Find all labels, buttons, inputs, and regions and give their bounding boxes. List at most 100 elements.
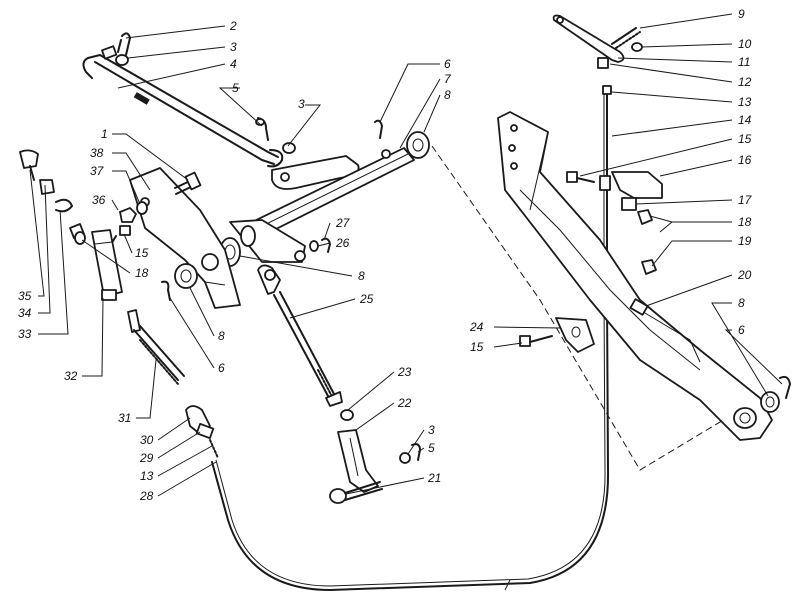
callout-37: 37	[90, 164, 105, 178]
callout-6: 6	[444, 57, 451, 71]
callout-34: 34	[18, 306, 32, 320]
callout-32: 32	[64, 369, 78, 383]
callout-6: 6	[218, 361, 225, 375]
lever-9	[552, 14, 643, 69]
callout-17: 17	[738, 193, 753, 207]
nut-12	[597, 57, 609, 69]
callout-38: 38	[90, 146, 104, 160]
callout-35: 35	[18, 289, 32, 303]
cylinder-32	[19, 149, 123, 301]
nut-19	[641, 259, 657, 275]
cotter-pin-6c	[779, 375, 791, 399]
callout-8: 8	[444, 88, 451, 102]
callout-11: 11	[738, 55, 750, 69]
washer-37	[136, 201, 148, 215]
cable-tip	[602, 85, 612, 95]
shaft-7	[219, 131, 430, 267]
callout-8: 8	[218, 329, 225, 343]
callout-2: 2	[229, 19, 237, 33]
leader-lines	[29, 13, 783, 497]
bracket-16	[599, 171, 663, 199]
callout-19: 19	[738, 234, 752, 248]
callout-18: 18	[738, 215, 752, 229]
bolt-1	[174, 171, 202, 195]
rod-4	[82, 45, 284, 168]
clip	[101, 45, 118, 60]
callout-23: 23	[397, 365, 412, 379]
callout-30: 30	[140, 433, 154, 447]
nut-18b	[637, 209, 653, 225]
callout-27: 27	[335, 216, 351, 230]
callout-31: 31	[118, 411, 131, 425]
callout-20: 20	[737, 268, 752, 282]
callout-18: 18	[135, 266, 149, 280]
callout-16: 16	[738, 153, 752, 167]
callout-28: 28	[139, 489, 154, 503]
plate-17	[621, 197, 637, 211]
assembly-line	[431, 145, 761, 471]
cotter-pin-2	[117, 32, 131, 56]
callout-25: 25	[359, 292, 374, 306]
callout-10: 10	[738, 37, 752, 51]
cotter-pin-5b	[411, 443, 421, 461]
callout-26: 26	[335, 236, 350, 250]
callout-3: 3	[298, 97, 305, 111]
washer-3a	[115, 54, 129, 66]
callout-22: 22	[397, 396, 412, 410]
callout-1: 1	[101, 127, 108, 141]
callout-36: 36	[92, 193, 106, 207]
callout-9: 9	[738, 7, 745, 21]
knob-35	[19, 149, 39, 169]
washer-8d	[760, 391, 780, 413]
nut-36	[119, 207, 137, 223]
callout-29: 29	[139, 451, 154, 465]
bracket-38	[129, 167, 241, 309]
callout-15: 15	[135, 246, 149, 260]
cable-13	[211, 85, 612, 591]
callout-3: 3	[428, 423, 435, 437]
callout-24: 24	[469, 320, 484, 334]
cotter-pin-6b	[161, 280, 171, 301]
spring-clip-33	[55, 198, 73, 213]
washer-26	[309, 240, 319, 252]
callout-3: 3	[230, 40, 237, 54]
washer-8c	[174, 263, 198, 289]
callout-15: 15	[470, 340, 484, 354]
bolt-15c	[519, 335, 553, 347]
callout-13: 13	[738, 95, 752, 109]
washer-3b	[282, 142, 296, 154]
nut-34	[39, 179, 55, 195]
frame-arm-20	[497, 111, 773, 441]
callout-7: 7	[444, 72, 452, 86]
pin-21	[329, 481, 383, 504]
callout-12: 12	[738, 75, 752, 89]
coupler-30	[185, 405, 219, 459]
callout-8: 8	[358, 269, 365, 283]
callout-5: 5	[428, 441, 435, 455]
nut-23	[340, 409, 354, 421]
threaded-rod-31	[127, 309, 185, 385]
callout-21: 21	[427, 471, 441, 485]
callout-15: 15	[738, 132, 752, 146]
callout-6: 6	[738, 323, 745, 337]
callout-labels: 2 3 4 5 3 6 7 8 1 38 37 36 15 18 27 26 8…	[18, 7, 753, 503]
cotter-pin-6a	[374, 119, 383, 139]
link-25	[257, 264, 343, 407]
washer-8a	[406, 131, 430, 159]
washer-18a	[74, 231, 86, 245]
fork-22	[337, 429, 379, 493]
clamp-24	[555, 317, 595, 353]
callout-33: 33	[18, 327, 32, 341]
callout-4: 4	[230, 57, 237, 71]
cotter-pin-5a	[255, 117, 269, 141]
callout-5: 5	[232, 81, 239, 95]
bolt-15b	[566, 171, 595, 183]
washer-3c	[399, 452, 411, 464]
callout-13: 13	[140, 469, 154, 483]
cotter-pin-27	[321, 237, 331, 253]
callout-14: 14	[738, 113, 752, 127]
callout-8: 8	[738, 296, 745, 310]
washer-10	[631, 42, 643, 52]
